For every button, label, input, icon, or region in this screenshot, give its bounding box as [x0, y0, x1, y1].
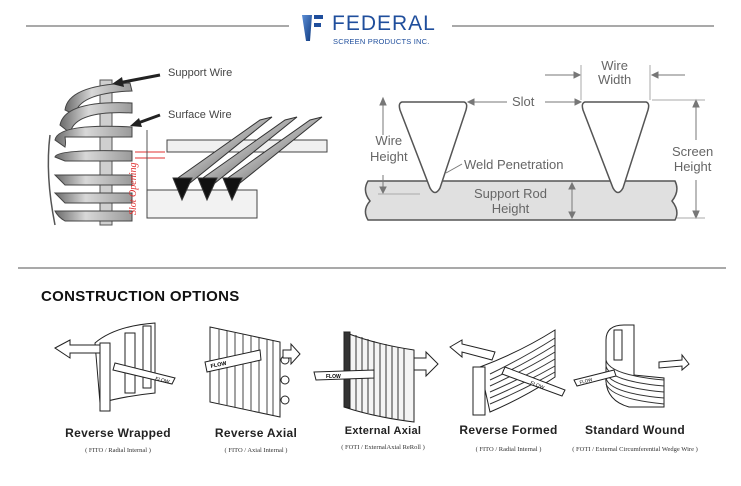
reverse-wrapped-screen-icon: FLOW — [54, 322, 176, 412]
flow-label: FLOW — [529, 380, 545, 391]
brand-logo: FEDERAL SCREEN PRODUCTS INC. — [300, 10, 450, 46]
option-name: Reverse Wrapped — [65, 426, 171, 440]
option-detail: ( FITO / Radial Internal ) — [85, 447, 151, 454]
construction-option-reverse-wrapped: Reverse Wrapped ( FITO / Radial Internal… — [58, 426, 178, 454]
wedge-wire-profile-icon — [364, 65, 705, 221]
header-rule-right — [452, 25, 714, 27]
brand-tagline: SCREEN PRODUCTS INC. — [333, 37, 430, 46]
option-detail: ( FITO / Axial Internal ) — [224, 447, 288, 454]
section-divider — [18, 267, 726, 269]
construction-option-reverse-axial: Reverse Axial ( FITO / Axial Internal ) — [196, 426, 316, 454]
option-detail: ( FOTI / External Circumferential Wedge … — [572, 446, 698, 453]
wire-height-label: Wire Height — [370, 133, 408, 164]
federal-f-logo-icon — [302, 15, 323, 41]
option-detail: ( FITO / Radial Internal ) — [475, 446, 542, 453]
slot-label: Slot — [512, 94, 535, 109]
surface-wire-label: Surface Wire — [168, 109, 232, 121]
header-rule-left — [26, 25, 289, 27]
option-detail: ( FOTI / ExternalAxial ReRoll ) — [341, 444, 425, 451]
reverse-axial-screen-icon: FLOW — [204, 326, 301, 418]
cylindrical-screen-icon — [47, 73, 328, 226]
reverse-formed-screen-icon: FLOW — [449, 329, 566, 416]
wire-screen-illustration: Support Wire Surface Wire Slot Opening — [20, 55, 330, 255]
option-name: Reverse Formed — [459, 423, 558, 437]
construction-option-external-axial: External Axial ( FOTI / ExternalAxial Re… — [318, 425, 448, 451]
construction-option-standard-wound: Standard Wound ( FOTI / External Circumf… — [565, 423, 705, 453]
option-name: Standard Wound — [585, 423, 685, 437]
weld-penetration-label: Weld Penetration — [464, 157, 564, 172]
slot-opening-label: Slot Opening — [128, 162, 139, 216]
option-name: External Axial — [344, 425, 422, 437]
support-rod-height-label: Support Rod Height — [474, 186, 547, 216]
brand-name: FEDERAL — [332, 12, 436, 35]
screen-height-label: Screen Height — [672, 144, 714, 174]
flow-label: FLOW — [579, 377, 594, 385]
construction-options-title: CONSTRUCTION OPTIONS — [41, 288, 240, 305]
option-name: Reverse Axial — [214, 426, 298, 440]
support-wire-label: Support Wire — [168, 67, 233, 79]
construction-option-reverse-formed: Reverse Formed ( FITO / Radial Internal … — [446, 423, 571, 453]
flow-label: FLOW — [326, 374, 341, 380]
cross-section-diagram: Wire Width Slot Wire Height Weld Penetra… — [340, 55, 730, 235]
wire-width-label: Wire Width — [598, 58, 632, 87]
flow-label: FLOW — [210, 361, 228, 370]
standard-wound-screen-icon: FLOW — [573, 324, 690, 408]
flow-label: FLOW — [155, 376, 171, 385]
external-axial-screen-icon: FLOW — [313, 331, 439, 423]
